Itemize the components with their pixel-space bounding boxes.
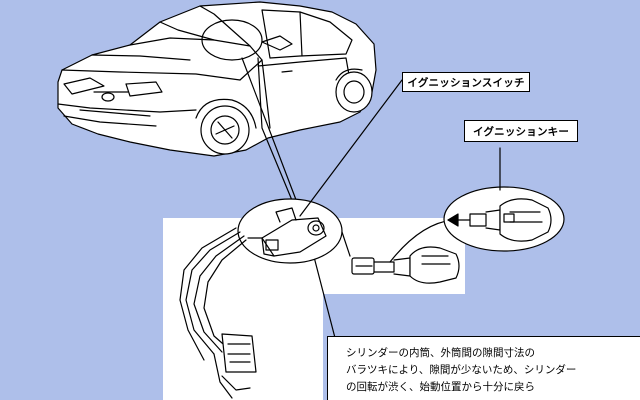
ignition-key-label: イグニッションキー xyxy=(464,120,578,142)
ignition-switch-illustration xyxy=(179,198,343,399)
explanation-note: シリンダーの内筒、外筒間の隙間寸法の バラツキにより、隙間が少ないため、シリンダ… xyxy=(327,336,640,400)
leader-line-2 xyxy=(257,57,297,211)
ignition-switch-label-text: イグニッションスイッチ xyxy=(407,76,525,89)
note-line-1: シリンダーの内筒、外筒間の隙間寸法の xyxy=(346,347,535,359)
leader-line-1 xyxy=(241,57,307,227)
switch-label-leader xyxy=(299,79,403,217)
ignition-key-label-text: イグニッションキー xyxy=(472,125,570,138)
inserted-key-illustration xyxy=(341,219,460,284)
ignition-key-illustration xyxy=(443,186,565,252)
note-line-3: の回転が渋く、始動位置から十分に戻ら xyxy=(346,381,535,393)
note-line-2: バラツキにより、隙間が少ないため、シリンダー xyxy=(346,364,577,376)
car-illustration xyxy=(57,1,377,157)
ignition-switch-label: イグニッションスイッチ xyxy=(402,72,530,92)
